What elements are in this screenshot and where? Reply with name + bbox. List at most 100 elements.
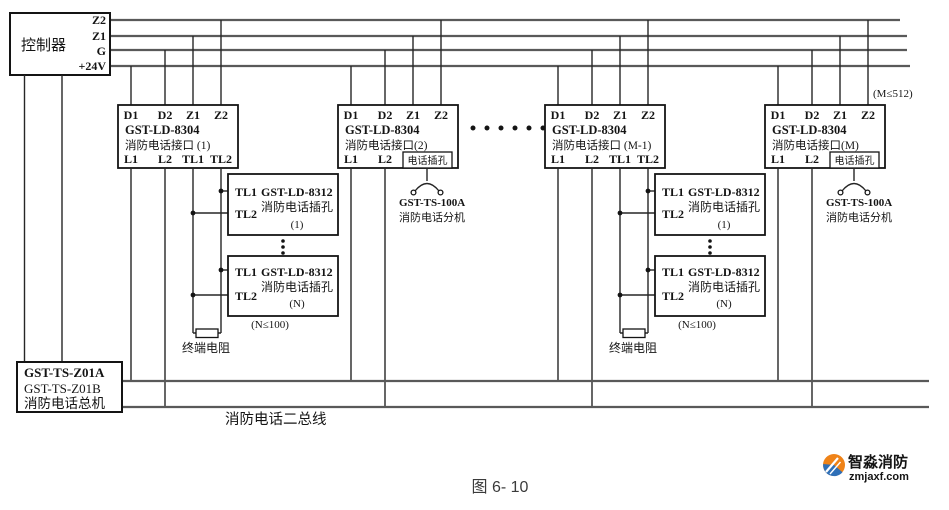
series-ellipsis	[470, 125, 546, 131]
if1-terminal-z2: Z2	[214, 108, 228, 122]
jack1a-index: (1)	[291, 219, 304, 231]
brand-site: zmjaxf.com	[849, 471, 909, 483]
if4-name: 消防电话接口(M)	[772, 138, 859, 152]
interface-box-3: D1 D2 Z1 Z2 GST-LD-8304 消防电话接口 (M-1) L1 …	[544, 20, 666, 407]
if4-terminal-d1: D1	[771, 108, 786, 122]
if4-terminal-z1: Z1	[833, 108, 847, 122]
jack2a-model: GST-LD-8312	[688, 185, 760, 199]
extension-2-model: GST-TS-100A	[826, 197, 892, 209]
if2-phone-jack-label: 电话插孔	[408, 154, 448, 167]
handset-icon-2	[837, 182, 871, 196]
main-unit-model-b: GST-TS-Z01B	[24, 381, 101, 396]
jack-group-2-ellipsis	[708, 239, 712, 255]
if2-name: 消防电话接口(2)	[345, 138, 428, 152]
if4-terminal-l2: L2	[805, 152, 819, 166]
if4-terminal-l1: L1	[771, 152, 785, 166]
if3-terminal-l2: L2	[585, 152, 599, 166]
main-unit-box: GST-TS-Z01A GST-TS-Z01B 消防电话总机	[16, 361, 123, 413]
if1-terminal-tl1: TL1	[182, 152, 204, 166]
brand-logo-icon	[823, 454, 845, 477]
controller-terminal-g: G	[97, 44, 106, 58]
terminal-resistor-2-label: 终端电阻	[609, 340, 657, 355]
if2-terminal-z1: Z1	[406, 108, 420, 122]
jack1n-tl1: TL1	[235, 265, 257, 279]
if3-terminal-l1: L1	[551, 152, 565, 166]
if4-model: GST-LD-8304	[772, 123, 847, 137]
if1-terminal-z1: Z1	[186, 108, 200, 122]
jack1a-tl2: TL2	[235, 207, 257, 221]
jack1a-name: 消防电话插孔	[261, 199, 333, 214]
brand-name: 智淼消防	[848, 453, 908, 471]
extension-2-name: 消防电话分机	[826, 210, 892, 224]
interface-2-droppers	[350, 168, 428, 407]
figure-caption: 图 6- 10	[472, 479, 529, 496]
if4-terminal-d2: D2	[805, 108, 820, 122]
controller-terminal-z2: Z2	[92, 13, 106, 27]
jack2a-tl1: TL1	[662, 185, 684, 199]
interface-box-1: D1 D2 Z1 Z2 GST-LD-8304 消防电话接口 (1) L1 L2…	[117, 20, 239, 407]
m-limit-annotation: (M≤512)	[873, 88, 913, 100]
jack2n-name: 消防电话插孔	[688, 279, 760, 294]
interface-1-droppers	[130, 168, 222, 407]
brand-watermark: 智淼消防 zmjaxf.com	[823, 453, 909, 483]
interface-2-risers	[350, 20, 442, 105]
if1-terminal-l1: L1	[124, 152, 138, 166]
interface-4-droppers	[777, 168, 855, 407]
jack2n-tl1: TL1	[662, 265, 684, 279]
controller-terminal-24v: +24V	[78, 59, 106, 73]
controller-box: 控制器 Z2 Z1 G +24V	[9, 12, 111, 76]
jack1n-model: GST-LD-8312	[261, 265, 333, 279]
if3-terminal-z2: Z2	[641, 108, 655, 122]
controller-label: 控制器	[21, 37, 66, 54]
interface-box-2: D1 D2 Z1 Z2 GST-LD-8304 消防电话接口(2) L1 L2 …	[337, 20, 465, 407]
interface-3-droppers	[557, 168, 649, 407]
if3-terminal-d2: D2	[585, 108, 600, 122]
jack2a-name: 消防电话插孔	[688, 199, 760, 214]
jack2n-tl2: TL2	[662, 289, 684, 303]
if2-terminal-d1: D1	[344, 108, 359, 122]
if2-terminal-z2: Z2	[434, 108, 448, 122]
if2-model: GST-LD-8304	[345, 123, 420, 137]
jack1n-index: (N)	[289, 298, 305, 310]
if1-terminal-tl2: TL2	[210, 152, 232, 166]
if4-terminal-z2: Z2	[861, 108, 875, 122]
if1-model: GST-LD-8304	[125, 123, 200, 137]
interface-4-risers	[777, 20, 869, 105]
if3-name: 消防电话接口 (M-1)	[552, 138, 652, 152]
if3-model: GST-LD-8304	[552, 123, 627, 137]
if1-terminal-l2: L2	[158, 152, 172, 166]
if1-terminal-d1: D1	[124, 108, 139, 122]
interface-box-4: D1 D2 Z1 Z2 GST-LD-8304 消防电话接口(M) L1 L2 …	[764, 20, 892, 407]
if2-terminal-d2: D2	[378, 108, 393, 122]
jack-group-1: TL1 GST-LD-8312 消防电话插孔 (1) TL2 TL1 GST-L…	[182, 173, 339, 355]
if2-terminal-l2: L2	[378, 152, 392, 166]
if3-terminal-tl1: TL1	[609, 152, 631, 166]
bottom-bus-label: 消防电话二总线	[225, 411, 327, 428]
jack2a-tl2: TL2	[662, 207, 684, 221]
jack2a-index: (1)	[718, 219, 731, 231]
if3-terminal-d1: D1	[551, 108, 566, 122]
main-unit-name: 消防电话总机	[24, 396, 105, 411]
jack-group-1-ellipsis	[281, 239, 285, 255]
terminal-resistor-2	[622, 328, 646, 339]
extension-1-name: 消防电话分机	[399, 210, 465, 224]
handset-icon-1	[410, 182, 444, 196]
jack-group-2: TL1 GST-LD-8312 消防电话插孔 (1) TL2 TL1 GST-L…	[609, 173, 766, 355]
if3-terminal-z1: Z1	[613, 108, 627, 122]
jack-group-1-limit: (N≤100)	[251, 319, 289, 331]
if1-terminal-d2: D2	[158, 108, 173, 122]
jack1n-tl2: TL2	[235, 289, 257, 303]
top-bus-lines	[110, 18, 910, 68]
jack-group-2-limit: (N≤100)	[678, 319, 716, 331]
controller-terminal-z1: Z1	[92, 29, 106, 43]
jack2n-model: GST-LD-8312	[688, 265, 760, 279]
if3-terminal-tl2: TL2	[637, 152, 659, 166]
bottom-bus-lines	[122, 379, 929, 409]
if1-name: 消防电话接口 (1)	[125, 138, 210, 152]
jack1a-tl1: TL1	[235, 185, 257, 199]
terminal-resistor-1	[195, 328, 219, 339]
interface-3-risers	[557, 20, 649, 105]
main-unit-model-a: GST-TS-Z01A	[24, 365, 105, 380]
